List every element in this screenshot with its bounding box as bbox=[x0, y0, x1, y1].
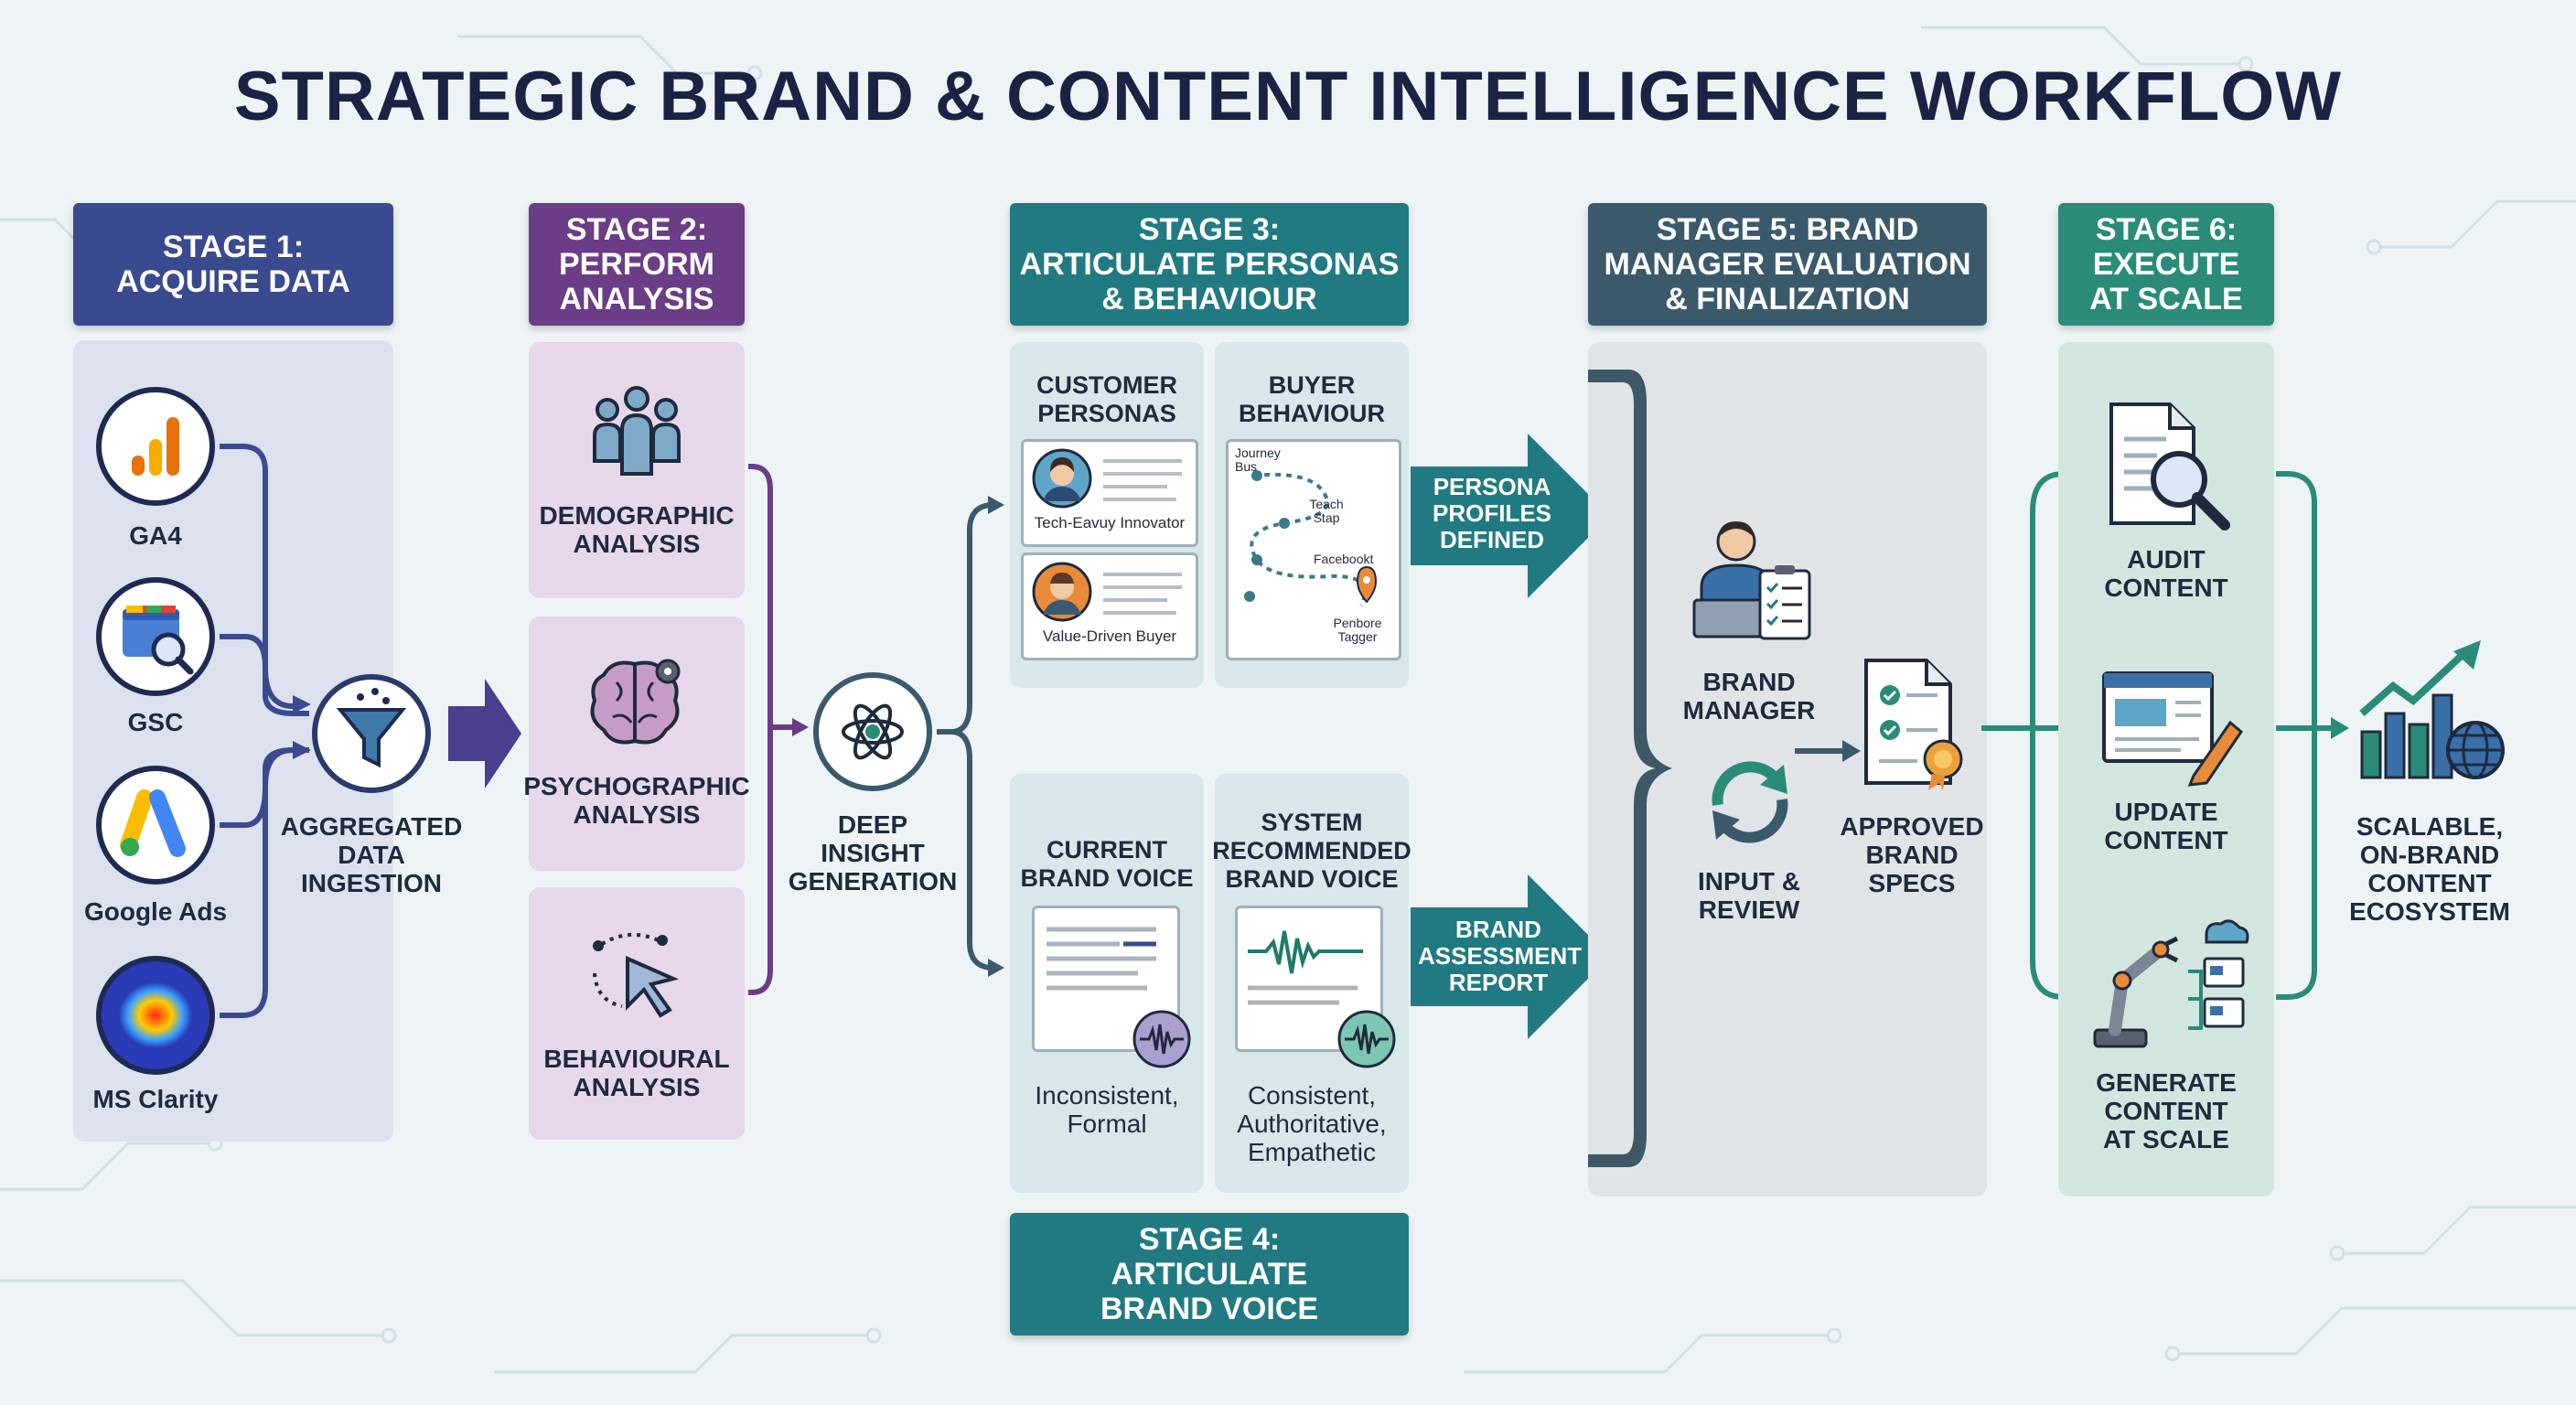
google-ads-icon bbox=[96, 766, 215, 885]
source-gsc-label: GSC bbox=[127, 708, 184, 736]
brain-gear-icon bbox=[590, 659, 681, 745]
brand-assessment-arrow bbox=[1411, 874, 1610, 1039]
demographic-analysis-label: DEMOGRAPHIC ANALYSIS bbox=[539, 501, 735, 558]
ga4-icon bbox=[96, 387, 215, 506]
journey-label-2: Teach Stap bbox=[1309, 497, 1344, 525]
stage-5-header: STAGE 5: BRAND MANAGER EVALUATION & FINA… bbox=[1588, 203, 1987, 326]
persona-card-1-lines bbox=[1103, 459, 1182, 501]
behavioural-panel bbox=[529, 887, 745, 1140]
stage-5-bracket bbox=[1588, 370, 1672, 1167]
robot-arm-generate-icon bbox=[2093, 919, 2249, 1048]
current-brand-voice-title: CURRENT BRAND VOICE bbox=[1020, 836, 1194, 892]
source-google-ads-label: Google Ads bbox=[83, 897, 228, 926]
persona-profiles-arrow bbox=[1411, 434, 1610, 598]
input-review-cycle-icon bbox=[1712, 761, 1788, 843]
source-ga4-label: GA4 bbox=[129, 521, 182, 550]
approved-specs-icon bbox=[1864, 659, 1963, 790]
generate-content-label: GENERATE CONTENT AT SCALE bbox=[2096, 1068, 2237, 1153]
brand-manager-icon bbox=[1692, 521, 1811, 640]
scalable-growth-chart-icon bbox=[2359, 640, 2505, 779]
journey-path-icon bbox=[1244, 470, 1378, 606]
recommended-voice-waveform-icon bbox=[1337, 1010, 1396, 1068]
deep-insight-atom-icon bbox=[813, 672, 932, 791]
current-voice-waveform-icon bbox=[1132, 1010, 1191, 1068]
update-content-label: UPDATE CONTENT bbox=[2104, 798, 2228, 854]
recommended-voice-doc-lines bbox=[1248, 930, 1363, 1005]
persona-card-1-name: Tech-Eavuy Innovator bbox=[1034, 514, 1186, 531]
stage-1-header: STAGE 1: ACQUIRE DATA bbox=[73, 203, 393, 326]
persona-card-2-lines bbox=[1103, 573, 1182, 615]
stage-1-title: STAGE 1: ACQUIRE DATA bbox=[116, 230, 350, 299]
audit-content-icon bbox=[2109, 402, 2230, 531]
persona-card-2-name: Value-Driven Buyer bbox=[1042, 627, 1177, 645]
ms-clarity-icon bbox=[96, 956, 215, 1075]
stage-2-header: STAGE 2: PERFORM ANALYSIS bbox=[529, 203, 745, 326]
journey-label-4: Penbore Tagger bbox=[1333, 616, 1382, 644]
input-review-label: INPUT & REVIEW bbox=[1698, 867, 1800, 924]
stage-1-to-2-arrow bbox=[448, 679, 521, 788]
behavioural-analysis-label: BEHAVIOURAL ANALYSIS bbox=[543, 1045, 730, 1101]
page-title: STRATEGIC BRAND & CONTENT INTELLIGENCE W… bbox=[233, 58, 2343, 135]
journey-label-1: Journey Bus bbox=[1235, 445, 1281, 474]
manager-to-specs-arrow bbox=[1795, 740, 1861, 762]
current-voice-description: Inconsistent, Formal bbox=[1035, 1081, 1179, 1138]
funnel-icon bbox=[312, 674, 431, 793]
gsc-icon bbox=[96, 577, 215, 696]
final-output-label: SCALABLE, ON-BRAND CONTENT ECOSYSTEM bbox=[2349, 812, 2510, 926]
psychographic-panel bbox=[529, 617, 745, 871]
persona-profiles-defined-label: PERSONA PROFILES DEFINED bbox=[1432, 473, 1551, 553]
journey-label-3: Facebookt bbox=[1314, 552, 1374, 566]
aggregated-data-ingestion-label: AGGREGATED DATA INGESTION bbox=[280, 812, 463, 897]
persona-avatar-1-icon bbox=[1032, 448, 1092, 509]
buyer-behaviour-title: BUYER BEHAVIOUR bbox=[1238, 371, 1385, 427]
audit-content-label: AUDIT CONTENT bbox=[2104, 545, 2228, 602]
stage-4-header: STAGE 4: ARTICULATE BRAND VOICE bbox=[1010, 1213, 1409, 1335]
stage-3-title: STAGE 3: ARTICULATE PERSONAS & BEHAVIOUR bbox=[1019, 212, 1400, 316]
deep-insight-generation-label: DEEP INSIGHT GENERATION bbox=[788, 810, 958, 896]
approved-brand-specs-label: APPROVED BRAND SPECS bbox=[1840, 812, 1984, 897]
customer-personas-title: CUSTOMER PERSONAS bbox=[1036, 371, 1177, 427]
stage-5-title: STAGE 5: BRAND MANAGER EVALUATION & FINA… bbox=[1604, 212, 1971, 316]
recommended-brand-voice-title: SYSTEM RECOMMENDED BRAND VOICE bbox=[1212, 809, 1411, 893]
source-ms-clarity-label: MS Clarity bbox=[92, 1085, 219, 1113]
stage-6-title: STAGE 6: EXECUTE AT SCALE bbox=[2089, 212, 2243, 316]
update-content-icon bbox=[2102, 671, 2244, 787]
stage-2-title: STAGE 2: PERFORM ANALYSIS bbox=[559, 212, 714, 316]
brand-assessment-report-label: BRAND ASSESSMENT REPORT bbox=[1418, 916, 1583, 996]
current-voice-doc-lines bbox=[1046, 927, 1156, 991]
stage-3-header: STAGE 3: ARTICULATE PERSONAS & BEHAVIOUR bbox=[1010, 203, 1409, 326]
stage-6-header: STAGE 6: EXECUTE AT SCALE bbox=[2058, 203, 2274, 326]
persona-avatar-2-icon bbox=[1032, 562, 1092, 622]
stage-4-title: STAGE 4: ARTICULATE BRAND VOICE bbox=[1100, 1222, 1319, 1326]
behaviour-cursor-icon bbox=[593, 932, 680, 1018]
recommended-voice-description: Consistent, Authoritative, Empathetic bbox=[1237, 1081, 1387, 1166]
psychographic-analysis-label: PSYCHOGRAPHIC ANALYSIS bbox=[523, 772, 750, 829]
brand-manager-label: BRAND MANAGER bbox=[1682, 668, 1816, 724]
demographic-people-icon bbox=[593, 386, 681, 476]
